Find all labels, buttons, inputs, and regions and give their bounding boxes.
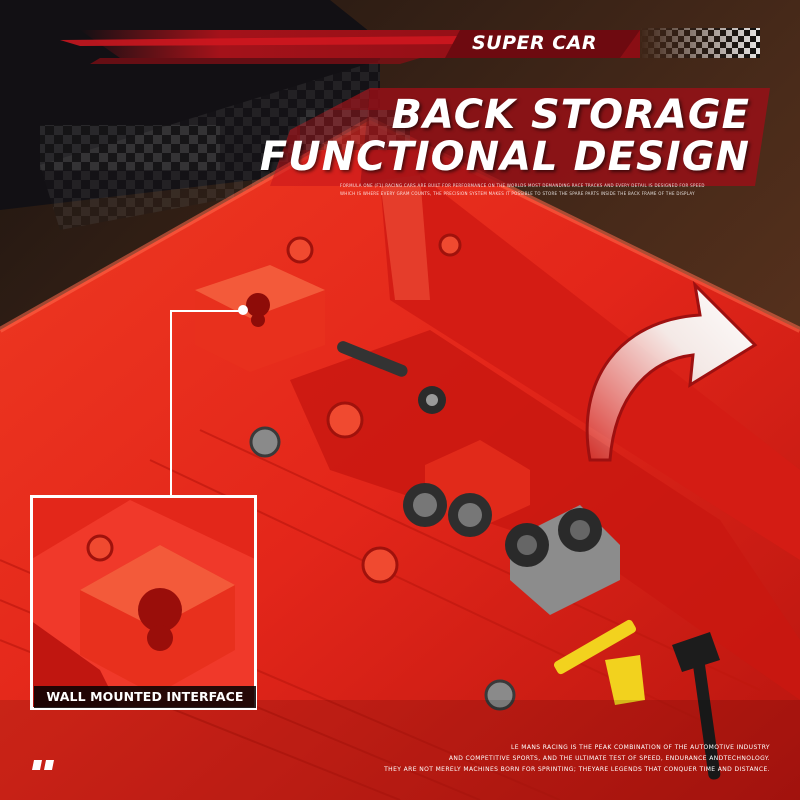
inset-zoom-frame — [30, 495, 257, 710]
curved-arrow-icon — [585, 280, 758, 462]
inset-caption: WALL MOUNTED INTERFACE — [34, 686, 256, 708]
footer-line-1: LE MANS RACING IS THE PEAK COMBINATION O… — [511, 744, 770, 751]
footer-line-2: AND COMPETITIVE SPORTS, AND THE ULTIMATE… — [448, 755, 770, 762]
callout-line-vertical — [170, 310, 172, 497]
callout-line-horizontal — [170, 310, 243, 312]
headline-line-1: BACK STORAGE — [391, 92, 750, 138]
fine-print-line-2: WHICH IS WHERE EVERY GRAM COUNTS, THE PR… — [340, 191, 695, 196]
quote-mark-icon — [32, 760, 54, 770]
fine-print-line-1: FORMULA ONE (F1) RACING CARS ARE BUILT F… — [340, 183, 705, 188]
checkered-flag-icon — [640, 28, 760, 58]
super-car-banner-label: SUPER CAR — [472, 32, 598, 54]
footer-line-3: THEY ARE NOT MERELY MACHINES BORN FOR SP… — [384, 766, 770, 773]
headline-line-2: FUNCTIONAL DESIGN — [259, 134, 750, 180]
callout-dot — [238, 305, 248, 315]
